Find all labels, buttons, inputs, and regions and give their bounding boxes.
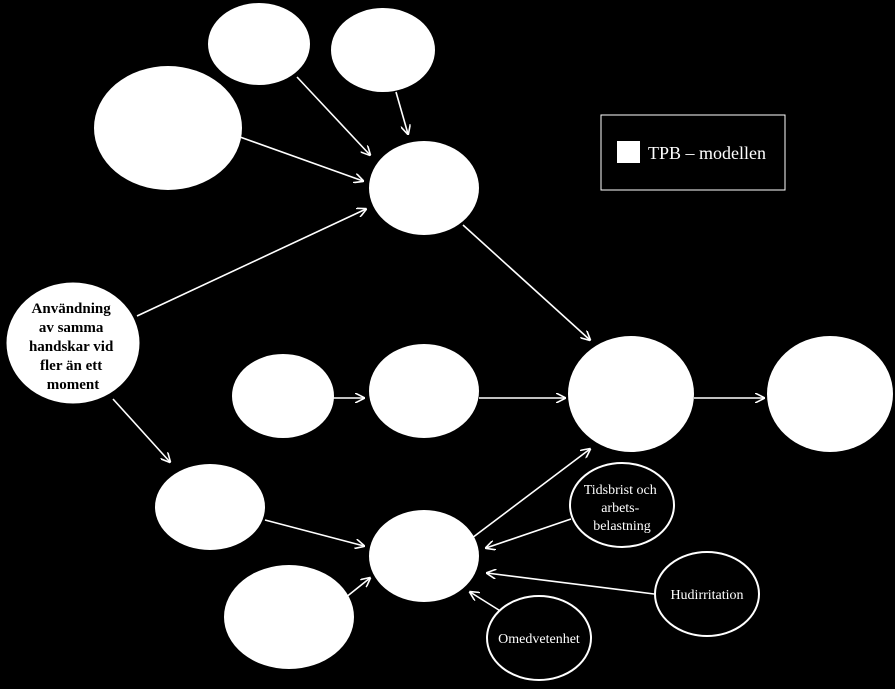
node-usage-label-line-2: av samma [39,320,104,336]
arrow-leftbig-to-center [239,136,363,181]
node-top-right-small [331,8,435,92]
node-usage-shape [3,279,143,407]
node-top-left-small [208,3,310,85]
node-time-pressure: Tidsbrist och arbets- belastning [569,462,675,548]
node-lower-left [155,464,265,550]
node-center-top [369,141,479,235]
arrow-lowercenter-to-bigright [471,449,590,539]
node-unawareness: Omedvetenhet [486,595,592,681]
arrow-usage-to-center [136,209,366,317]
nodes [94,3,893,669]
node-mid-left [232,354,334,438]
node-time-pressure-label-line-1: Tidsbrist och [584,483,657,498]
node-far-right [767,336,893,452]
node-time-pressure-label-line-3: belastning [593,519,651,534]
arrow-unawareness-to-lowercenter [470,592,503,613]
node-unawareness-shape [486,595,592,681]
node-skin-irritation-label: Hudirritation [670,588,743,603]
node-big-right [568,336,694,452]
arrow-timepressure-to-lowercenter [486,518,572,548]
node-mid-center [369,344,479,438]
node-skin-irritation-label-line-1: Hudirritation [670,588,743,603]
arrow-skinirritation-to-lowercenter [487,573,655,595]
arrow-topright-to-center [395,91,408,134]
arrow-center-to-bigright [462,224,590,340]
arrow-topleft-to-center [296,76,370,155]
node-bottom-left [224,565,354,669]
node-time-pressure-shape [569,462,675,548]
node-usage: Användning av samma handskar vid fler än… [3,279,143,407]
node-time-pressure-label-line-2: arbets- [601,501,639,516]
node-time-pressure-label: Tidsbrist och arbets- belastning [584,483,661,534]
node-lower-center [369,510,479,602]
arrow-lowerleft-to-lowercenter [264,519,364,546]
node-skin-irritation: Hudirritation [654,551,760,637]
node-skin-irritation-shape [654,551,760,637]
node-usage-label: Användning av samma handskar vid fler än… [29,301,117,393]
node-usage-label-line-1: Användning [32,301,112,317]
node-unawareness-label-line-1: Omedvetenhet [498,632,580,647]
arrow-usage-to-lowerleft [112,398,170,462]
node-left-big [94,66,242,190]
legend: TPB – modellen [600,114,786,191]
arrow-bottomleft-to-lowercenter [344,578,370,599]
node-unawareness-label: Omedvetenhet [498,632,580,647]
node-usage-label-line-3: handskar vid [29,339,114,355]
legend-label: TPB – modellen [648,143,766,163]
node-usage-label-line-4: fler än ett [40,358,102,374]
arrows [112,76,764,613]
node-usage-label-line-5: moment [47,377,100,393]
legend-swatch [617,141,640,163]
